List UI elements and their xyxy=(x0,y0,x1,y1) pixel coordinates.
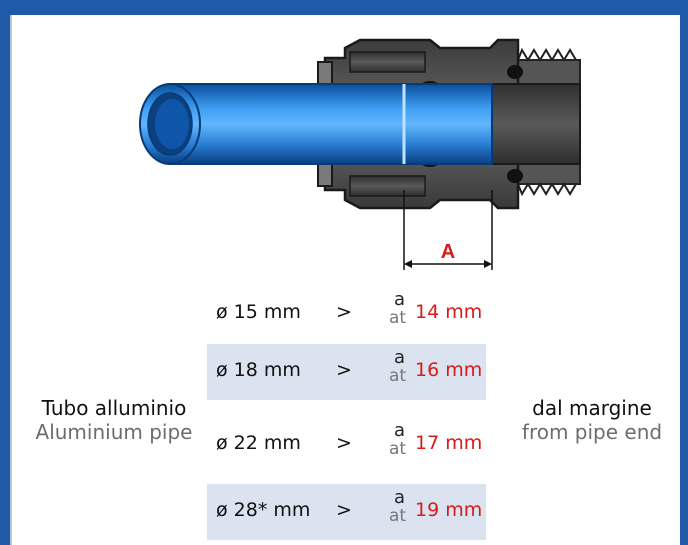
right-label: dal margine from pipe end xyxy=(502,396,682,444)
row-a-italian: a xyxy=(394,289,406,310)
row-separator: > xyxy=(336,359,352,381)
right-label-english: from pipe end xyxy=(521,420,663,444)
row-a-english: at xyxy=(389,308,407,328)
frame-right-border xyxy=(680,15,688,545)
right-label-italian: dal margine xyxy=(532,396,652,420)
row-diameter: ø 18 mm xyxy=(216,359,301,381)
dimension-a-marker: A xyxy=(403,190,493,270)
row-a-italian: a xyxy=(394,420,406,441)
row-separator: > xyxy=(336,432,352,454)
frame-left-border xyxy=(0,15,10,545)
row-value: 16 mm xyxy=(415,359,483,381)
row-diameter: ø 22 mm xyxy=(216,432,301,454)
size-row: ø 15 mm > a at 14 mm xyxy=(207,286,486,342)
fitting-insert xyxy=(487,83,581,165)
aluminium-pipe xyxy=(139,83,493,165)
frame-top-border xyxy=(0,0,688,15)
row-a-italian: a xyxy=(394,487,406,508)
dimension-a-label: A xyxy=(441,241,455,263)
row-separator: > xyxy=(336,499,352,521)
row-diameter: ø 28* mm xyxy=(216,499,311,521)
row-a-english: at xyxy=(389,366,407,386)
left-label: Tubo alluminio Aluminium pipe xyxy=(30,396,198,444)
row-separator: > xyxy=(336,301,352,323)
size-row: ø 22 mm > a at 17 mm xyxy=(207,417,486,473)
size-row: ø 28* mm > a at 19 mm xyxy=(207,484,486,540)
row-a-italian: a xyxy=(394,347,406,368)
row-diameter: ø 15 mm xyxy=(216,301,301,323)
left-label-italian: Tubo alluminio xyxy=(41,396,187,420)
size-row: ø 18 mm > a at 16 mm xyxy=(207,344,486,400)
row-value: 19 mm xyxy=(415,499,483,521)
left-label-english: Aluminium pipe xyxy=(35,420,193,444)
row-a-english: at xyxy=(389,439,407,459)
row-value: 17 mm xyxy=(415,432,483,454)
row-value: 14 mm xyxy=(415,301,483,323)
row-a-english: at xyxy=(389,506,407,526)
